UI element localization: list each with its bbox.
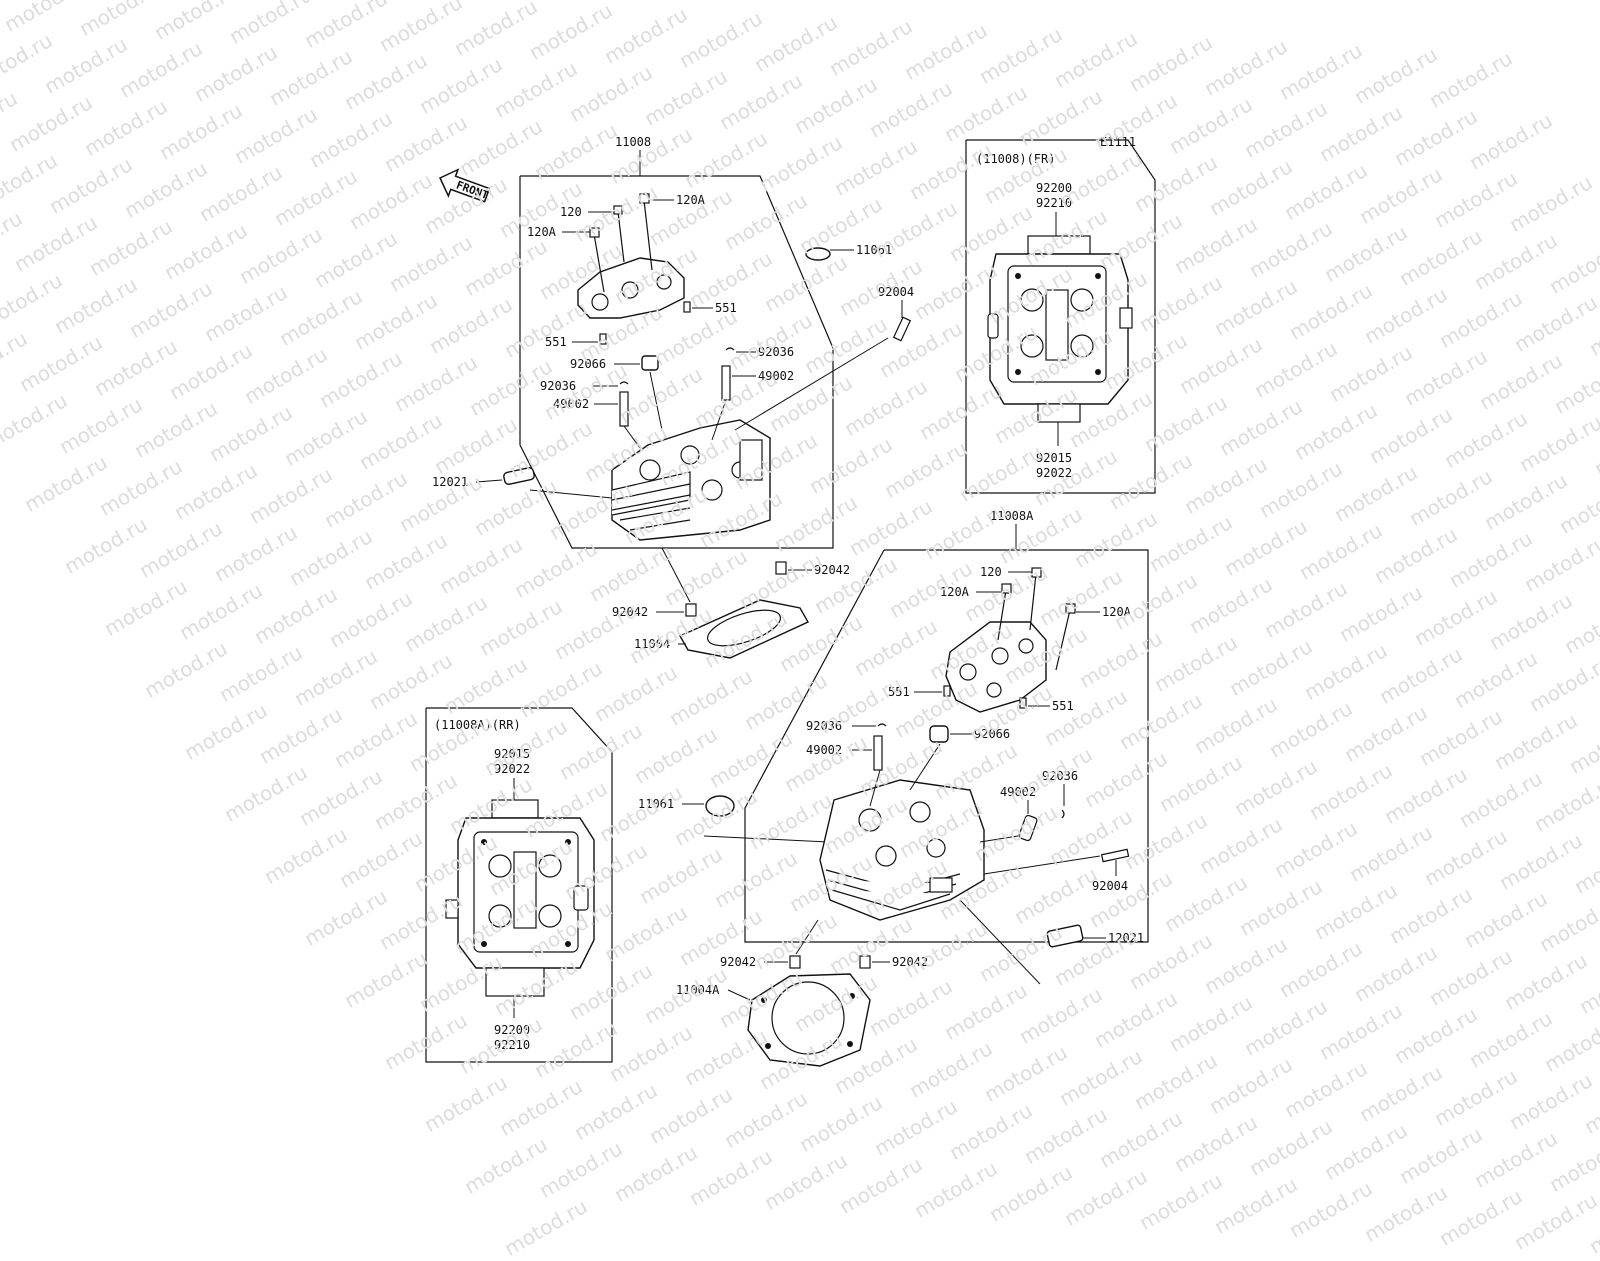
rear-guide-left — [873, 735, 883, 771]
rear-seal-11061 — [705, 795, 735, 817]
inset-fr-bottom-2: 92022 — [1036, 466, 1072, 480]
label-rear-92042-right: 92042 — [892, 955, 928, 969]
inset-rr-bottom-2: 92210 — [494, 1038, 530, 1052]
watermark-text: motod.ru — [1585, 1192, 1600, 1259]
front-cylinder-head — [611, 419, 771, 541]
rear-plug-12021 — [1046, 924, 1084, 948]
label-120a-top: 120A — [676, 193, 706, 207]
label-rear-92004: 92004 — [1092, 879, 1128, 893]
label-11061: 11061 — [856, 243, 892, 257]
label-rear-551-right: 551 — [1052, 699, 1074, 713]
front-clip-left — [619, 381, 629, 385]
label-rear-92066: 92066 — [974, 727, 1010, 741]
inset-rr-top-2: 92022 — [494, 762, 530, 776]
rear-clip-left — [877, 723, 887, 727]
inset-rr-top-1: 92015 — [494, 747, 530, 761]
group-label-11008: 11008 — [615, 135, 651, 149]
label-rear-11004a: 11004A — [676, 983, 720, 997]
label-rear-92042-left: 92042 — [720, 955, 756, 969]
exploded-parts-diagram: E1111 FRONT 11008 — [425, 135, 1156, 1067]
inset-fr-bottom-1: 92015 — [1036, 451, 1072, 465]
rear-assembly-frame — [744, 549, 1149, 943]
inset-fr-caption: (11008)(FR) — [976, 152, 1055, 166]
label-rear-120a-left: 120A — [940, 585, 970, 599]
front-stud-92004 — [892, 316, 912, 342]
label-92066: 92066 — [570, 357, 606, 371]
rear-gasket-11004a — [747, 973, 871, 1067]
inset-rr-bottom-1: 92200 — [494, 1023, 530, 1037]
label-92042-right: 92042 — [814, 563, 850, 577]
watermark-text: motod.ru — [500, 1194, 592, 1261]
diagram-code: E1111 — [1100, 135, 1136, 149]
inset-front-view: (11008)(FR) 92200 92210 92015 92022 — [965, 139, 1156, 494]
label-rear-551-left: 551 — [888, 685, 910, 699]
front-plug-12021 — [503, 467, 535, 485]
inset-rr-frame — [425, 707, 613, 1063]
front-seal-11061 — [805, 247, 831, 261]
rear-pin-left — [789, 955, 801, 969]
rear-clip-right — [1061, 809, 1065, 819]
front-guide-left — [619, 391, 629, 427]
front-dowel-left — [599, 333, 607, 345]
front-gasket-11004 — [679, 599, 809, 659]
inset-rr-caption: (11008A)(RR) — [434, 718, 521, 732]
rear-dowel-right — [1019, 697, 1027, 709]
rear-dowel-left — [943, 685, 951, 697]
label-551-left: 551 — [545, 335, 567, 349]
rear-cylinder-head — [819, 779, 985, 921]
label-12021: 12021 — [432, 475, 468, 489]
front-dowel-right — [683, 301, 691, 313]
label-92036-left: 92036 — [540, 379, 576, 393]
label-rear-11061: 11061 — [638, 797, 674, 811]
inset-fr-top-2: 92210 — [1036, 196, 1072, 210]
label-120: 120 — [560, 205, 582, 219]
label-92042-left: 92042 — [612, 605, 648, 619]
label-49002-right: 49002 — [758, 369, 794, 383]
label-11004: 11004 — [634, 637, 670, 651]
label-rear-120: 120 — [980, 565, 1002, 579]
front-seal-92066 — [641, 355, 659, 371]
front-head-assembly: 11008 — [432, 135, 914, 659]
label-92004: 92004 — [878, 285, 914, 299]
label-rear-120a-right: 120A — [1102, 605, 1132, 619]
inset-rear-view: (11008A)(RR) 92015 92022 92200 92210 — [425, 707, 613, 1063]
front-arrow-icon: FRONT — [439, 168, 490, 203]
label-rear-92036-right: 92036 — [1042, 769, 1078, 783]
label-92036-right: 92036 — [758, 345, 794, 359]
front-bolts — [589, 193, 653, 293]
front-assembly-frame — [519, 175, 834, 549]
inset-fr-top-1: 92200 — [1036, 181, 1072, 195]
label-49002-left: 49002 — [553, 397, 589, 411]
rear-seal-92066 — [929, 725, 949, 743]
label-rear-49002-left: 49002 — [806, 743, 842, 757]
front-pin-left — [685, 603, 697, 617]
group-label-11008a: 11008A — [990, 509, 1034, 523]
rear-guide-right — [1018, 814, 1038, 842]
label-rear-92036-left: 92036 — [806, 719, 842, 733]
front-pin-right — [775, 561, 787, 575]
inset-fr-frame — [965, 139, 1156, 494]
rear-camshaft-holder — [945, 621, 1047, 713]
rear-head-assembly: 11008A 120 120A 120A — [638, 509, 1149, 1067]
label-rear-12021: 12021 — [1108, 931, 1144, 945]
rear-bolts — [997, 567, 1076, 671]
front-clip-right — [725, 347, 735, 351]
rear-stud-92004 — [1100, 848, 1130, 863]
front-camshaft-holder — [577, 257, 685, 319]
label-rear-49002-right: 49002 — [1000, 785, 1036, 799]
front-guide-right — [721, 365, 731, 401]
label-120a-left: 120A — [527, 225, 557, 239]
label-551-right: 551 — [715, 301, 737, 315]
rear-pin-right — [859, 955, 871, 969]
